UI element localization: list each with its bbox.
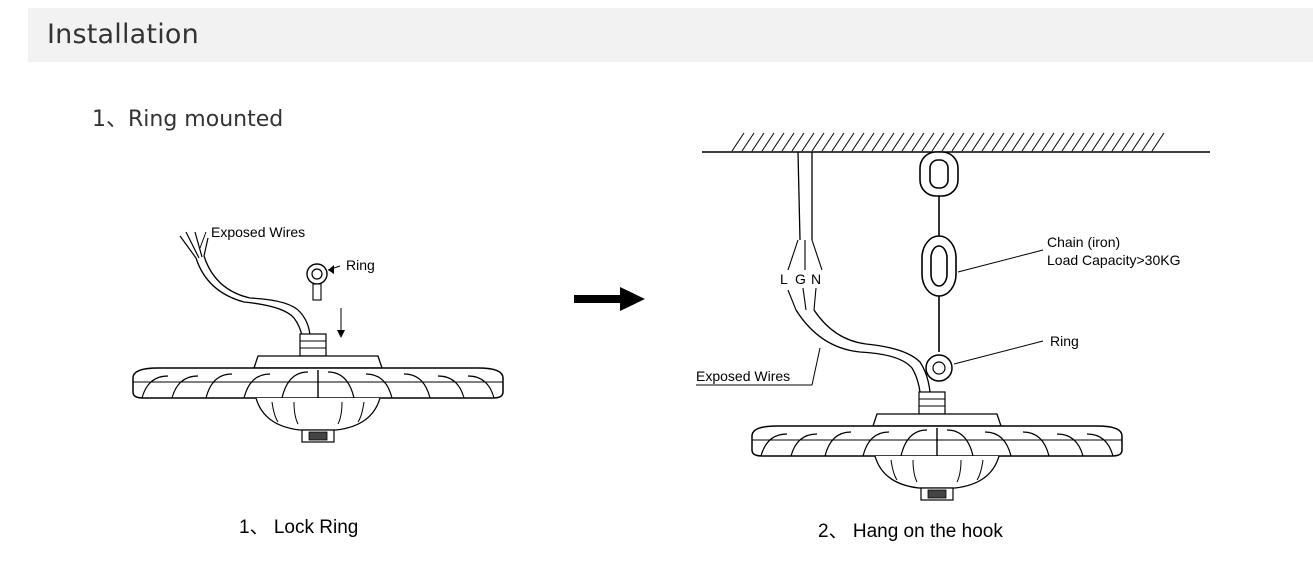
chain-label: Chain (iron) <box>1047 234 1121 250</box>
header-bar: Installation <box>28 8 1313 62</box>
ring-label-right: Ring <box>1050 333 1079 349</box>
load-capacity-label: Load Capacity>30KG <box>1047 252 1181 268</box>
caption-hang-on-hook: 2、 Hang on the hook <box>818 521 1003 542</box>
arrow-right-icon <box>574 287 645 311</box>
wire-letter-n: N <box>811 271 822 287</box>
section-label: 1、Ring mounted <box>92 107 284 132</box>
exposed-wires-label-right: Exposed Wires <box>696 368 791 384</box>
wire-letter-l: L <box>780 271 788 287</box>
wire-letter-g: G <box>795 271 806 287</box>
caption-lock-ring: 1、 Lock Ring <box>239 517 359 538</box>
exposed-wires-label-left: Exposed Wires <box>211 224 306 240</box>
left-lamp-figure <box>132 231 504 443</box>
ring-label-left: Ring <box>346 257 375 273</box>
page-title: Installation <box>47 19 199 50</box>
right-lamp-figure <box>696 132 1210 501</box>
